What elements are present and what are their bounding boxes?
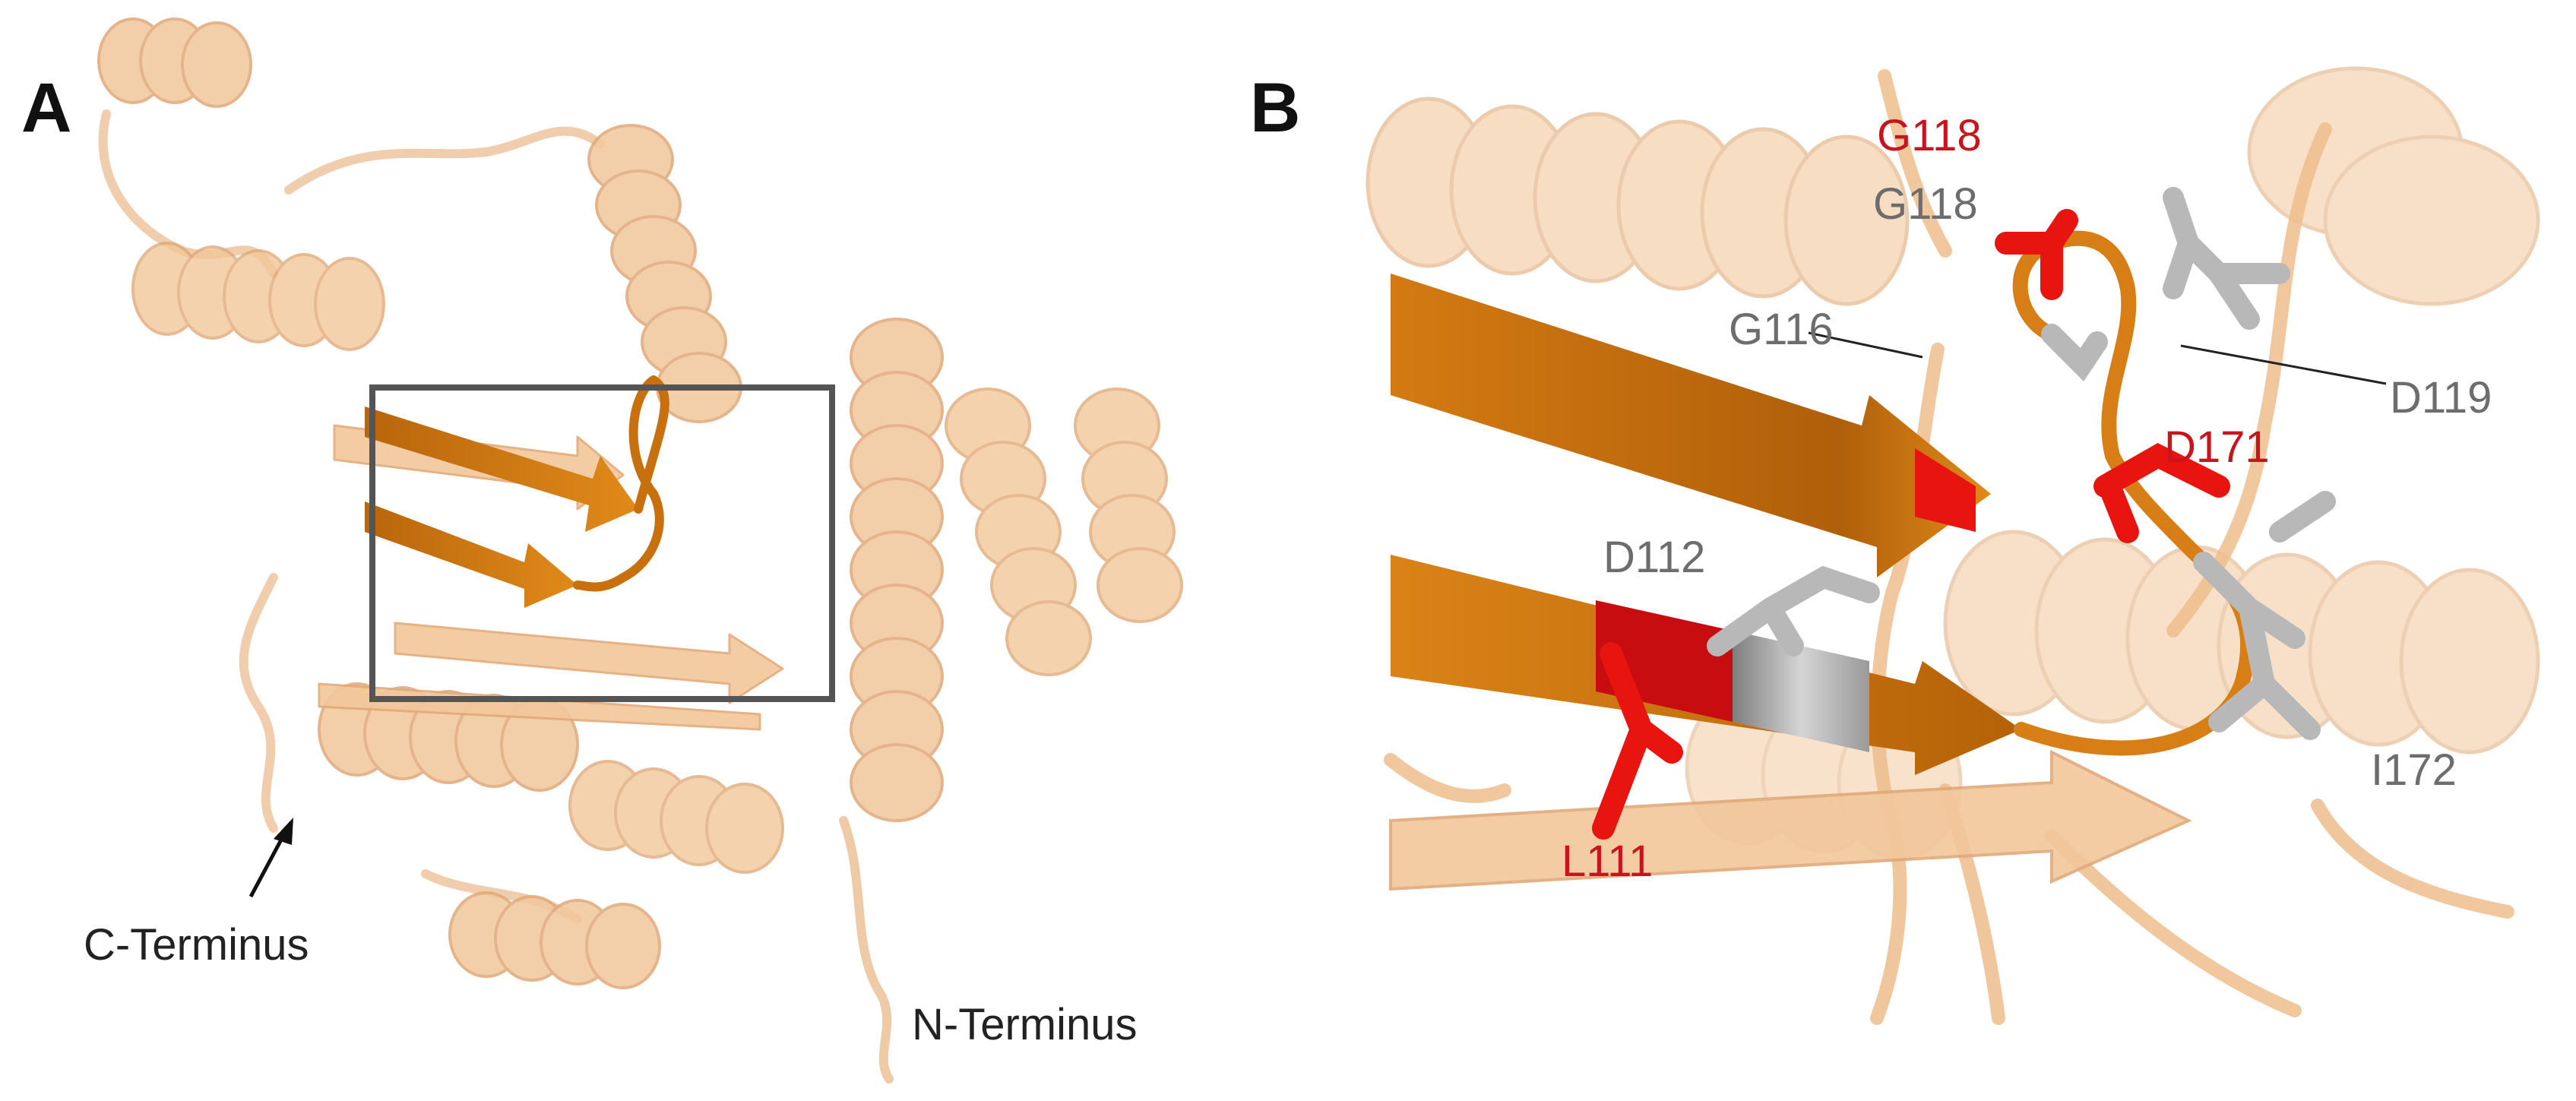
l111-label: L111: [1562, 837, 1654, 886]
strand-upper: [1391, 274, 1991, 577]
c-terminus-arrow: [248, 818, 293, 898]
i172-label: I172: [2371, 745, 2457, 795]
residue-grey-sticks: [1707, 187, 2336, 740]
d119-label: D119: [2390, 373, 2492, 422]
panel-a-letter: A: [21, 69, 72, 147]
panel-b-letter: B: [1250, 69, 1301, 147]
highlight-strand-2: [365, 501, 578, 608]
g116-label: G116: [1729, 305, 1834, 354]
panel-a-structure: [97, 17, 1183, 1084]
g116-leader: [1808, 331, 1923, 359]
highlight-strand-1: [365, 407, 638, 532]
g118-grey-label: G118: [1873, 179, 1978, 229]
residue-red-sticks: [1592, 209, 2230, 840]
d119-leader: [2180, 344, 2387, 385]
n-terminus-label: N-Terminus: [912, 1000, 1138, 1049]
panel-b-structure: [1366, 66, 2540, 1025]
c-terminus-label: C-Terminus: [84, 920, 309, 970]
d112-label: D112: [1603, 533, 1706, 582]
d171-label: D171: [2164, 422, 2270, 472]
g118-red-label: G118: [1877, 111, 1982, 160]
zoom-region-box: [369, 384, 835, 702]
